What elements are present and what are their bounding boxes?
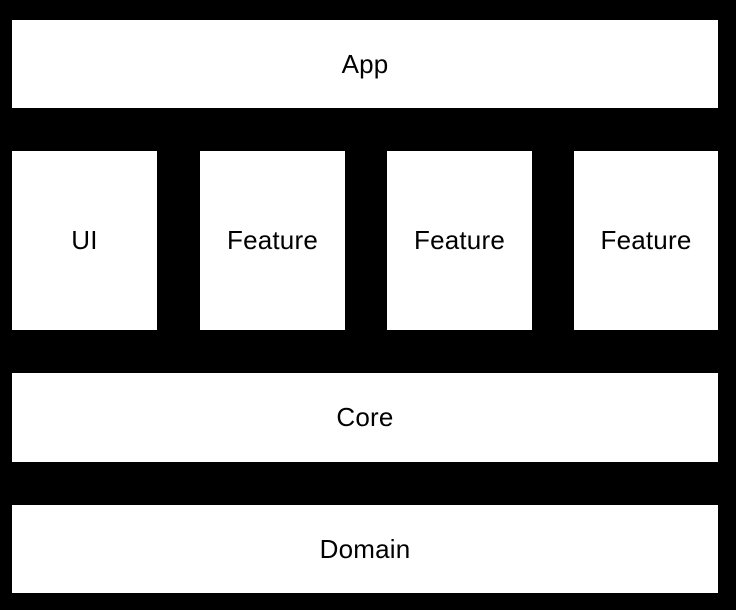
domain-layer-label: Domain [319,533,411,564]
domain-layer-box: Domain [12,505,718,593]
feature-module-label-3: Feature [600,225,692,255]
ui-module-label: UI [71,225,98,255]
core-layer-box: Core [12,373,718,462]
app-layer-label: App [341,48,389,79]
feature-module-box-3: Feature [574,151,718,330]
app-layer-box: App [12,20,718,108]
feature-module-box-2: Feature [387,151,532,330]
ui-module-box: UI [12,151,157,330]
feature-module-box-1: Feature [200,151,345,330]
feature-module-label-1: Feature [226,225,318,255]
feature-module-label-2: Feature [413,225,505,255]
core-layer-label: Core [336,402,394,432]
